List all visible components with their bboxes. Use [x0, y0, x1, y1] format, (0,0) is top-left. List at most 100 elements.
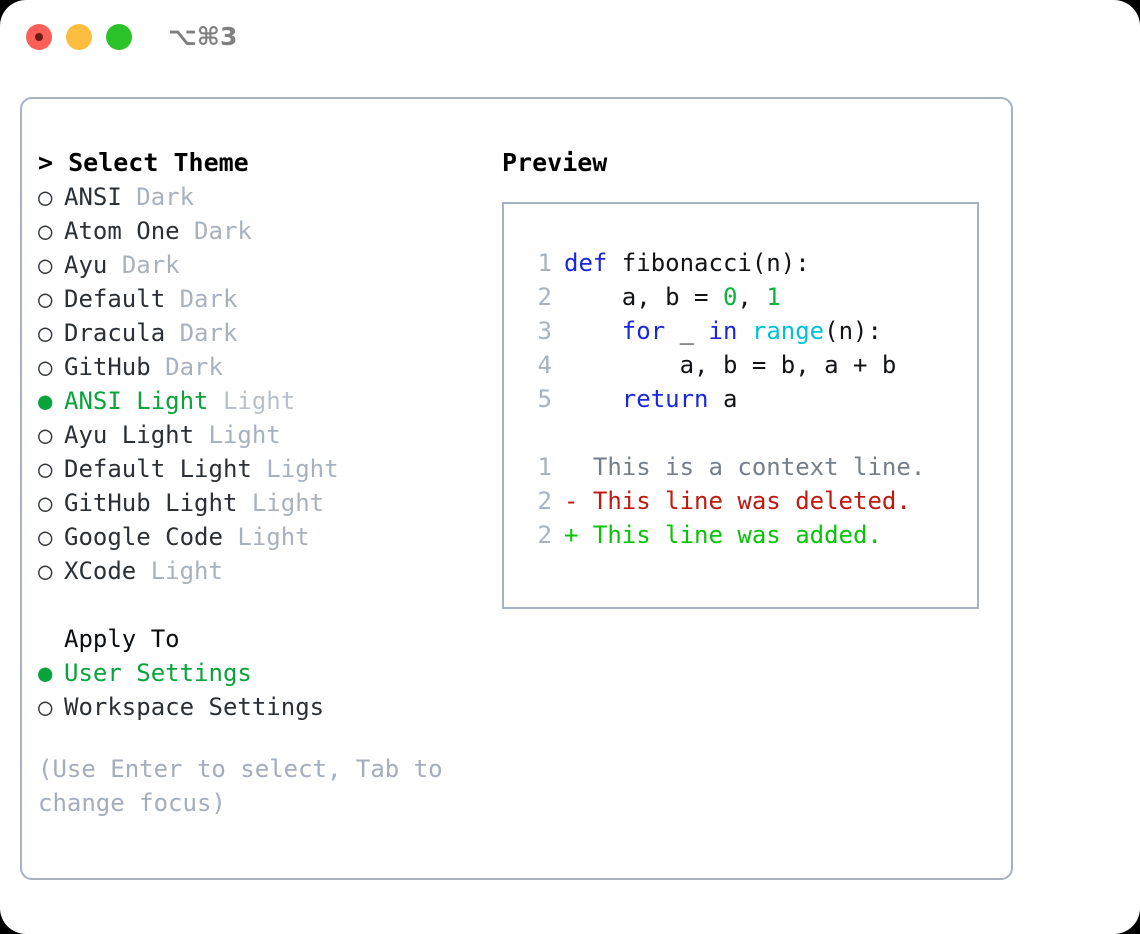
theme-name: Google Code [64, 523, 223, 551]
theme-option[interactable]: ○Atom One Dark [38, 214, 498, 248]
apply-to-label: Workspace Settings [64, 693, 325, 721]
radio-unselected-icon[interactable]: ○ [38, 319, 53, 347]
radio-unselected-icon[interactable]: ○ [38, 455, 53, 483]
diff-lines: 1 This is a context line.2- This line wa… [518, 450, 971, 552]
apply-to-label: User Settings [64, 659, 252, 687]
code-token: return [621, 385, 709, 413]
code-token: _ [665, 317, 709, 345]
theme-option[interactable]: ○ GitHub Light Light [38, 486, 498, 520]
code-token: for [621, 317, 666, 345]
code-token: def [564, 249, 622, 277]
window-controls [26, 24, 132, 50]
theme-list[interactable]: ○ANSI Dark○Atom One Dark○Ayu Dark○Defaul… [38, 180, 498, 588]
radio-unselected-icon[interactable]: ○ [38, 557, 53, 585]
theme-gap [165, 282, 179, 316]
code-token [737, 317, 751, 345]
radio-selected-icon[interactable]: ● [38, 659, 53, 687]
theme-option[interactable]: ○Dracula Dark [38, 316, 498, 350]
apply-to-option[interactable]: ○ Workspace Settings [38, 690, 498, 724]
theme-name: Ayu [64, 251, 108, 279]
apply-to-options[interactable]: ● User Settings ○ Workspace Settings [38, 656, 498, 724]
theme-gap [107, 248, 121, 282]
theme-name: Dracula [64, 319, 166, 347]
diff-line: 1 This is a context line. [518, 450, 971, 484]
apply-to-option[interactable]: ● User Settings [38, 656, 498, 690]
theme-option[interactable]: ○Ayu Dark [38, 248, 498, 282]
theme-category: Light [208, 421, 281, 449]
theme-gap [209, 384, 223, 418]
code-text: return a [564, 382, 738, 416]
theme-gap [122, 180, 136, 214]
theme-name: ANSI [64, 183, 122, 211]
apply-to-bullet-placeholder [38, 622, 64, 656]
theme-category: Dark [179, 285, 238, 313]
line-number: 2 [537, 283, 552, 311]
radio-unselected-icon[interactable]: ○ [38, 523, 53, 551]
theme-gap [136, 554, 150, 588]
theme-option[interactable]: ●ANSI Light Light [38, 384, 498, 418]
close-button[interactable] [26, 24, 52, 50]
theme-option[interactable]: ○ANSI Dark [38, 180, 498, 214]
theme-gap [180, 214, 194, 248]
radio-unselected-icon[interactable]: ○ [38, 421, 53, 449]
code-line: 2 a, b = 0, 1 [518, 280, 971, 314]
code-token: a [708, 385, 738, 413]
select-theme-heading: > Select Theme [38, 148, 249, 177]
code-line: 4 a, b = b, a + b [518, 348, 971, 382]
radio-unselected-icon[interactable]: ○ [38, 251, 53, 279]
code-text: for _ in range(n): [564, 314, 882, 348]
radio-unselected-icon[interactable]: ○ [38, 217, 53, 245]
theme-option[interactable]: ○Ayu Light Light [38, 418, 498, 452]
code-diff-separator [518, 416, 971, 450]
theme-gap [165, 316, 179, 350]
code-token: 1 [766, 283, 781, 311]
preview-heading: Preview [502, 148, 608, 177]
code-text: def fibonacci(n): [564, 246, 810, 280]
line-number: 5 [537, 385, 552, 413]
code-token: , [737, 283, 767, 311]
line-number: 2 [537, 521, 552, 549]
code-token: a, b = [564, 283, 723, 311]
diff-marker: + [564, 521, 593, 549]
list-spacer [38, 588, 498, 622]
theme-gap [252, 452, 266, 486]
radio-unselected-icon[interactable]: ○ [38, 489, 53, 517]
theme-name: GitHub Light [64, 489, 238, 517]
theme-gap [223, 520, 237, 554]
diff-text: This line was deleted. [592, 487, 911, 515]
maximize-button[interactable] [106, 24, 132, 50]
line-number: 3 [537, 317, 552, 345]
theme-option[interactable]: ○GitHub Dark [38, 350, 498, 384]
theme-category: Light [251, 489, 325, 517]
code-token: 0 [722, 283, 738, 311]
theme-selector-pane: > Select Theme ○ANSI Dark○Atom One Dark○… [38, 146, 498, 820]
radio-unselected-icon[interactable]: ○ [38, 353, 53, 381]
theme-category: Dark [194, 217, 252, 245]
code-line: 5 return a [518, 382, 971, 416]
code-token: range [751, 317, 825, 345]
code-token: a, b = b, a + b [564, 351, 897, 379]
theme-option[interactable]: ○Google Code Light [38, 520, 498, 554]
theme-gap [194, 418, 208, 452]
theme-category: Light [222, 387, 296, 415]
code-token: (n): [824, 317, 882, 345]
theme-category: Light [266, 455, 339, 483]
theme-option[interactable]: ○XCode Light [38, 554, 498, 588]
radio-unselected-icon[interactable]: ○ [38, 285, 53, 313]
code-text: a, b = b, a + b [564, 348, 897, 382]
radio-selected-icon[interactable]: ● [38, 387, 53, 415]
radio-unselected-icon[interactable]: ○ [38, 183, 53, 211]
theme-option[interactable]: ○Default Light Light [38, 452, 498, 486]
theme-category: Light [150, 557, 223, 585]
theme-option[interactable]: ○Default Dark [38, 282, 498, 316]
title-bar: ⌥⌘3 [0, 0, 1140, 78]
theme-name: GitHub [64, 353, 151, 381]
diff-line: 2+ This line was added. [518, 518, 971, 552]
minimize-button[interactable] [66, 24, 92, 50]
radio-unselected-icon[interactable]: ○ [38, 693, 53, 721]
